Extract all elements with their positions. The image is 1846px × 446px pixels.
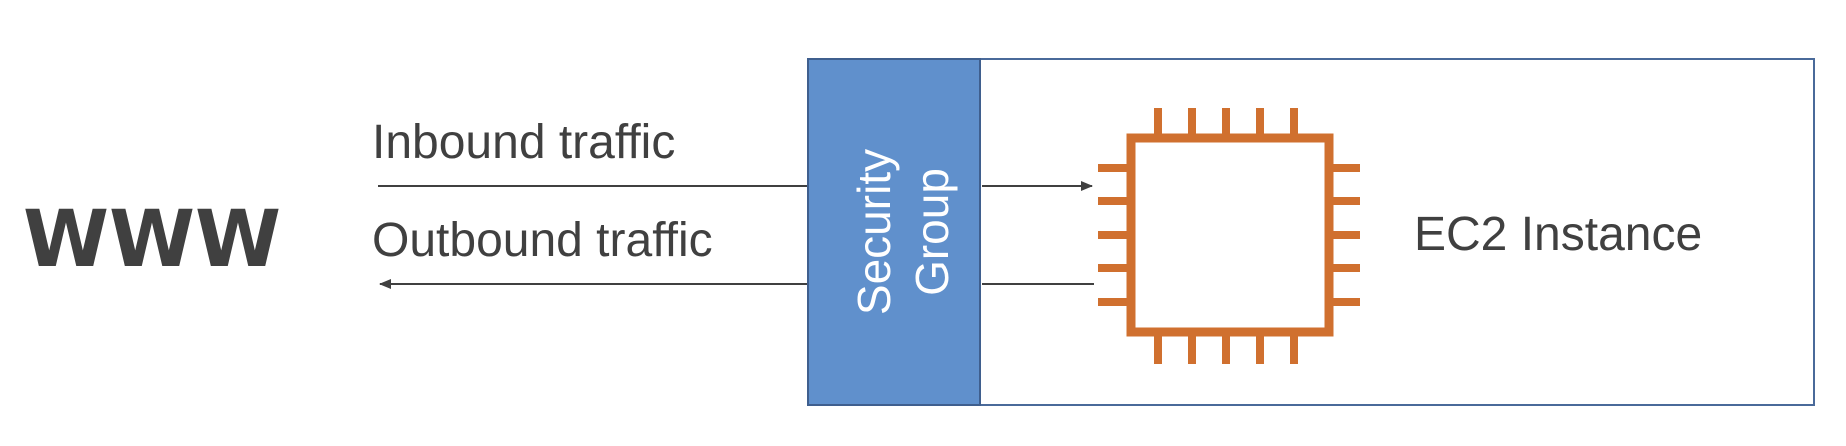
security-group-band xyxy=(807,58,981,406)
security-group-line2: Group xyxy=(906,168,958,296)
security-group-line1: Security xyxy=(848,149,900,315)
www-label: WWW xyxy=(23,195,281,285)
security-group-label: Security Group xyxy=(848,149,958,315)
outbound-traffic-label: Outbound traffic xyxy=(372,214,713,267)
inbound-traffic-label: Inbound traffic xyxy=(372,116,675,169)
ec2-instance-label: EC2 Instance xyxy=(1414,208,1702,261)
ec2-chip-icon xyxy=(1098,108,1360,364)
